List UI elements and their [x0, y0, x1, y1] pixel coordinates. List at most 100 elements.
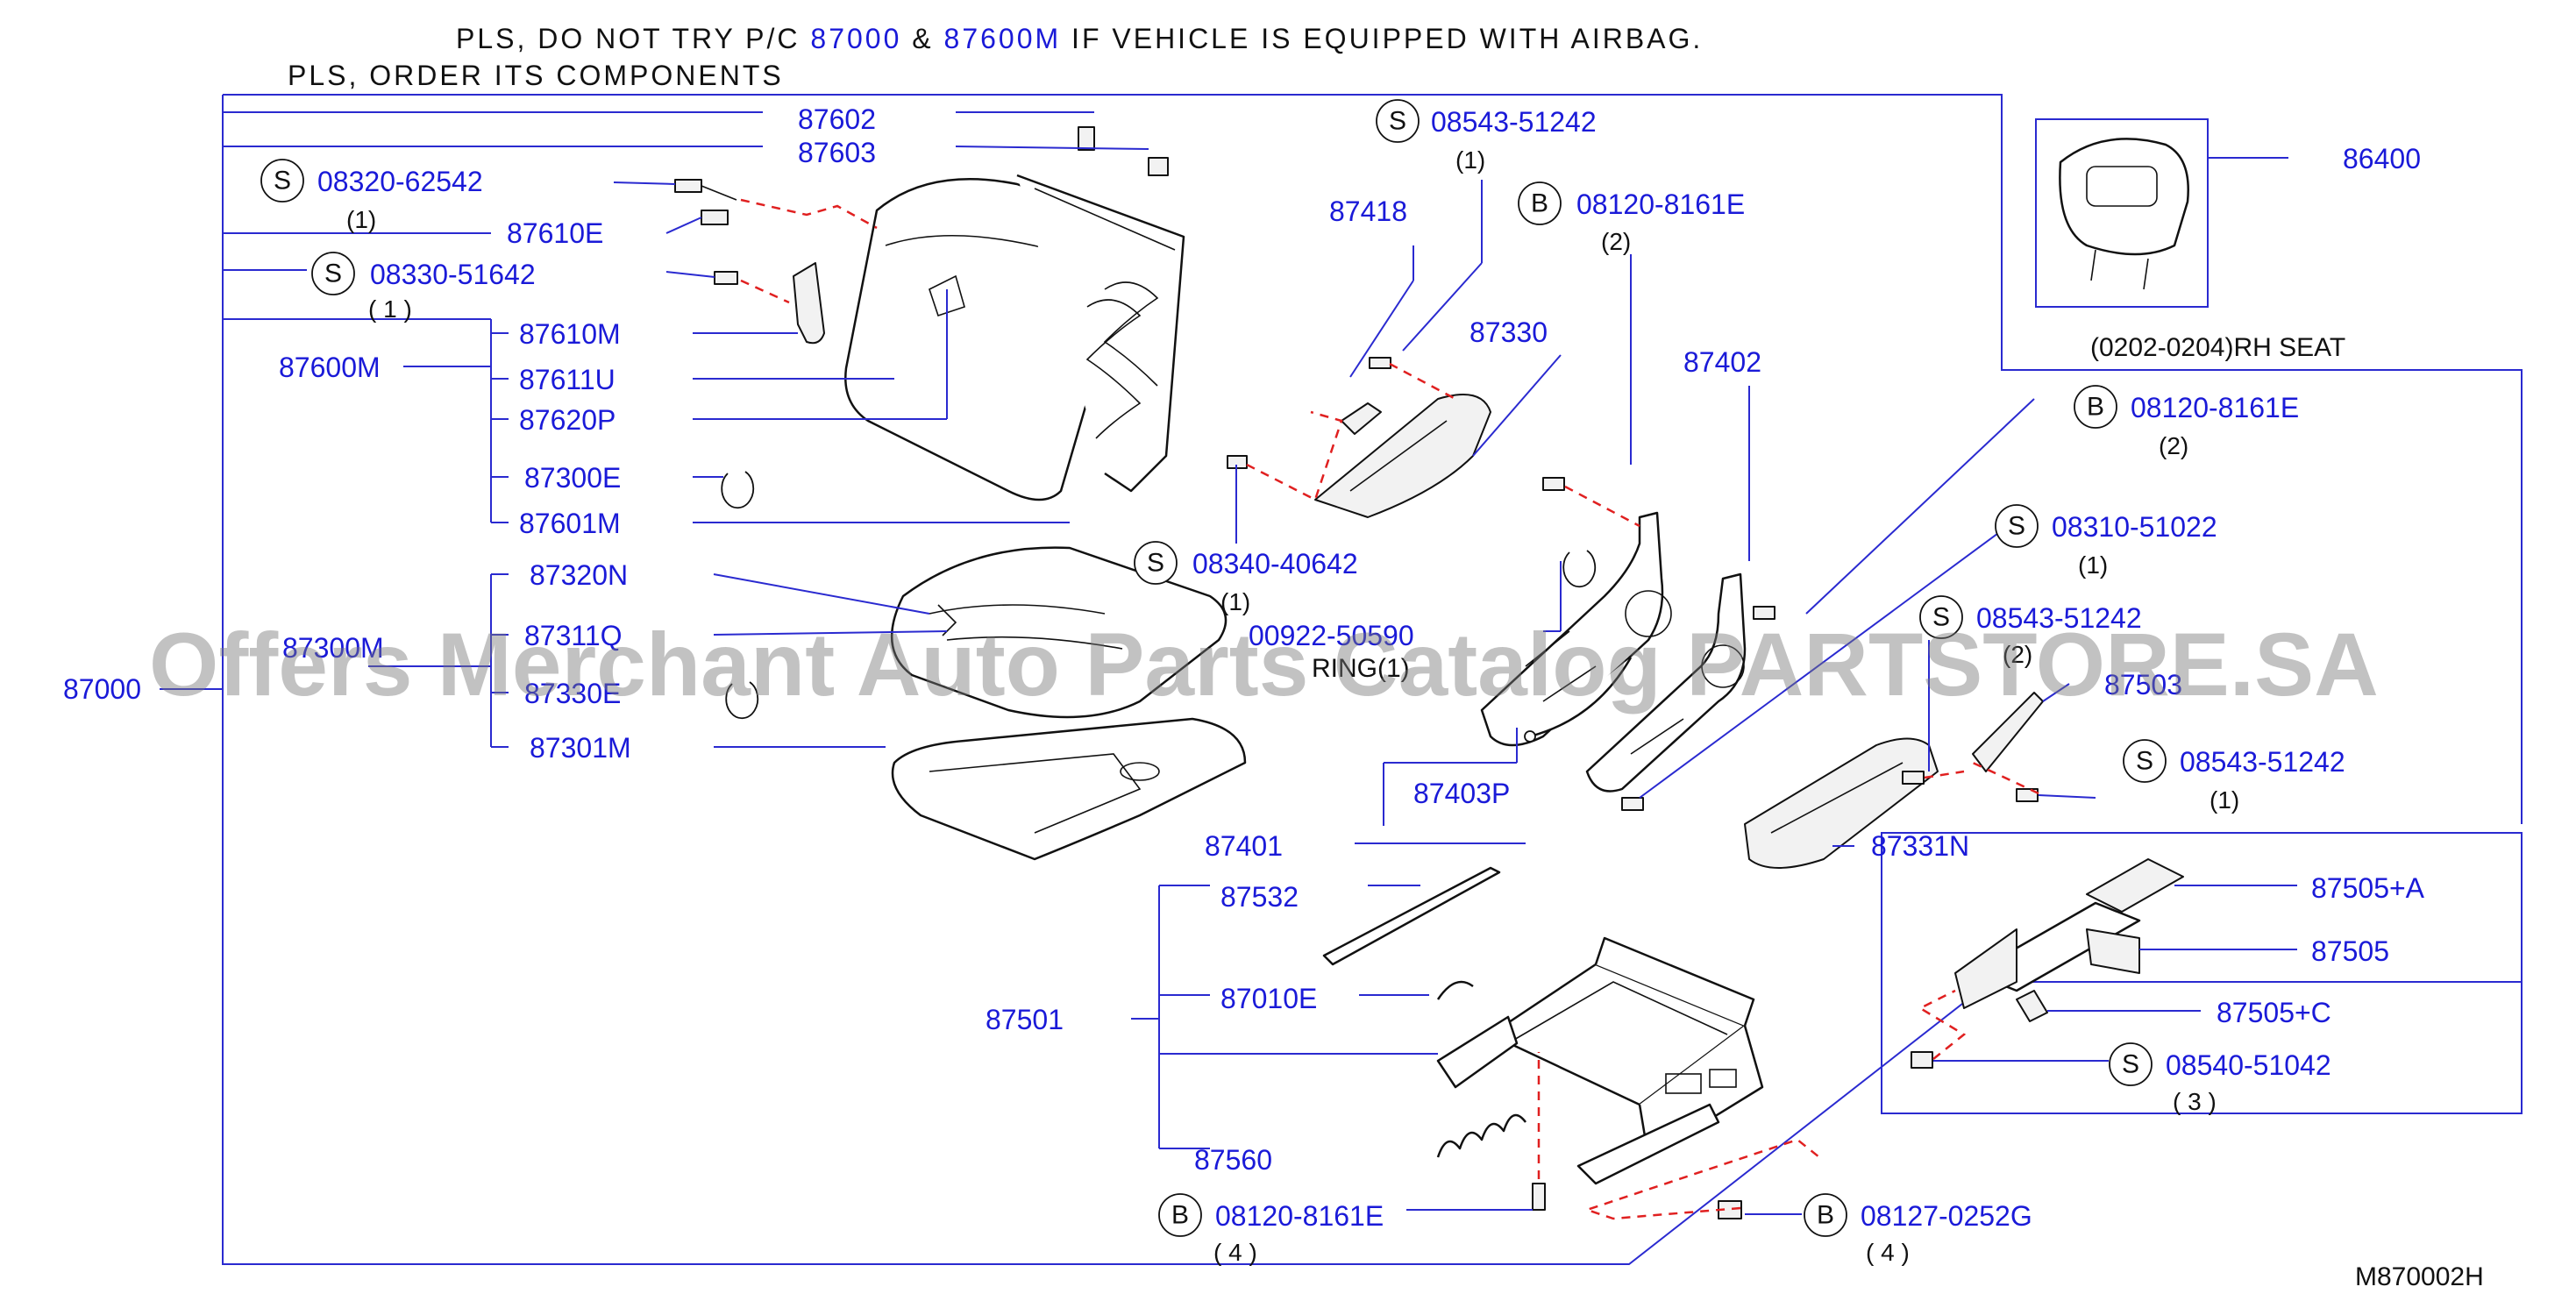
label-87610M[interactable]: 87610M — [519, 318, 621, 350]
rod-87532[interactable] — [1322, 866, 1501, 966]
label-87602[interactable]: 87602 — [798, 103, 876, 135]
recliner-87401[interactable] — [1480, 511, 1672, 747]
callout-08127-0252G[interactable]: B 08127-0252G ( 4 ) — [1804, 1193, 2032, 1266]
ring-upper[interactable] — [1562, 550, 1597, 588]
label-87501[interactable]: 87501 — [986, 1004, 1064, 1035]
label-87532[interactable]: 87532 — [1220, 881, 1299, 913]
label-87601M[interactable]: 87601M — [519, 508, 621, 539]
dash-1 — [740, 198, 878, 230]
label-87600M[interactable]: 87600M — [279, 352, 381, 383]
note-line-2-text: PLS, ORDER ITS COMPONENTS — [288, 60, 784, 91]
bolt-87602[interactable] — [1078, 126, 1095, 151]
label-87301M[interactable]: 87301M — [530, 732, 631, 764]
label-87505A[interactable]: 87505+A — [2311, 872, 2425, 904]
lever-87505A[interactable] — [1954, 858, 2184, 1009]
callout-part[interactable]: 08330-51642 — [370, 259, 536, 290]
callout-part[interactable]: 08543-51242 — [1431, 106, 1597, 138]
callout-08120-8161E-bottom[interactable]: B 08120-8161E ( 4 ) — [1158, 1193, 1384, 1266]
label-87000[interactable]: 87000 — [63, 673, 141, 705]
callout-part[interactable]: 08120-8161E — [1576, 188, 1745, 220]
label-87560[interactable]: 87560 — [1194, 1144, 1272, 1176]
recliner-87402[interactable] — [1585, 572, 1747, 793]
callout-08120-8161E-upper[interactable]: B 08120-8161E (2) — [1518, 181, 1745, 255]
bolt-08543-51242-b[interactable] — [1902, 771, 1925, 785]
callout-08310-51022[interactable]: S 08310-51022 (1) — [1995, 504, 2217, 579]
label-87010E[interactable]: 87010E — [1220, 983, 1317, 1014]
recliner-cover-87330[interactable] — [1314, 394, 1491, 518]
label-87603[interactable]: 87603 — [798, 137, 876, 168]
bolt-08320-62542[interactable] — [674, 179, 737, 201]
callout-part[interactable]: 08540-51042 — [2166, 1049, 2331, 1081]
label-87401[interactable]: 87401 — [1205, 830, 1283, 862]
callout-part[interactable]: 08340-40642 — [1192, 548, 1358, 579]
bolt-08310-51022[interactable] — [1621, 797, 1644, 811]
callout-part[interactable]: 08543-51242 — [1976, 602, 2142, 634]
seat-cushion-assembly[interactable] — [890, 546, 1247, 861]
label-87503[interactable]: 87503 — [2104, 669, 2182, 700]
bolt-87603[interactable] — [1148, 157, 1169, 176]
side-cover-87331N[interactable] — [1744, 737, 1939, 869]
callout-qty: ( 3 ) — [2173, 1088, 2217, 1115]
callout-08543-51242-top[interactable]: S 08543-51242 (1) — [1376, 99, 1597, 174]
label-87418[interactable]: 87418 — [1329, 196, 1407, 227]
spring-87560[interactable] — [1436, 1113, 1526, 1158]
cable-87403P[interactable] — [1529, 657, 1633, 738]
bolt-08120-8161E-c[interactable] — [1532, 1183, 1546, 1211]
callout-part[interactable]: 08120-8161E — [1215, 1200, 1384, 1232]
callout-08330-51642[interactable]: S 08330-51642 ( 1 ) — [311, 252, 536, 323]
label-rh-seat: (0202-0204)RH SEAT — [2090, 333, 2345, 362]
callout-part[interactable]: 08120-8161E — [2131, 392, 2299, 423]
lever-87610M[interactable] — [793, 262, 825, 345]
label-87331N[interactable]: 87331N — [1871, 830, 1969, 862]
note-part-87600M[interactable]: 87600M — [943, 23, 1062, 54]
note-part-87000[interactable]: 87000 — [810, 23, 902, 54]
callout-part[interactable]: 08127-0252G — [1861, 1200, 2032, 1232]
label-87300E[interactable]: 87300E — [524, 462, 621, 494]
headrest-86400[interactable] — [2059, 138, 2189, 290]
label-87320N[interactable]: 87320N — [530, 559, 628, 591]
callout-08540-51042[interactable]: S 08540-51042 ( 3 ) — [2109, 1042, 2331, 1115]
clip-87010E[interactable] — [1436, 980, 1474, 1000]
label-87505[interactable]: 87505 — [2311, 935, 2389, 967]
label-87620P[interactable]: 87620P — [519, 404, 616, 436]
bolt-08543-51242-a[interactable] — [1369, 357, 1391, 369]
label-87402[interactable]: 87402 — [1683, 346, 1761, 378]
bolt-08540-51042[interactable] — [1911, 1051, 1933, 1069]
callout-08543-51242-low[interactable]: S 08543-51242 (1) — [2123, 739, 2345, 814]
callout-qty: (1) — [2210, 786, 2239, 814]
callout-08320-62542[interactable]: S 08320-62542 (1) — [260, 159, 483, 233]
label-86400[interactable]: 86400 — [2343, 143, 2421, 174]
seat-back-assembly[interactable] — [844, 174, 1185, 501]
callout-08120-8161E-right[interactable]: B 08120-8161E (2) — [2074, 385, 2299, 459]
label-87330E[interactable]: 87330E — [524, 678, 621, 709]
callout-08543-51242-mid[interactable]: S 08543-51242 (2) — [1919, 595, 2142, 668]
label-00922-50590[interactable]: 00922-50590 — [1249, 620, 1414, 651]
label-87330[interactable]: 87330 — [1469, 316, 1548, 348]
label-87311Q[interactable]: 87311Q — [524, 620, 623, 651]
callout-qty: (1) — [1220, 588, 1250, 615]
callout-part[interactable]: 08543-51242 — [2180, 746, 2345, 778]
label-87300M[interactable]: 87300M — [282, 632, 384, 664]
callout-part[interactable]: 08320-62542 — [317, 166, 483, 197]
label-87403P[interactable]: 87403P — [1413, 778, 1510, 809]
cable-end — [1524, 730, 1536, 743]
callout-08340-40642[interactable]: S 08340-40642 (1) — [1134, 541, 1358, 615]
label-87610E[interactable]: 87610E — [507, 217, 603, 249]
callout-part[interactable]: 08310-51022 — [2052, 511, 2217, 543]
bolt-08120-8161E-a[interactable] — [1542, 477, 1565, 491]
slide-rail-87501[interactable] — [1436, 936, 1764, 1185]
callout-type: S — [1932, 603, 1950, 632]
part-87505[interactable] — [2086, 928, 2140, 974]
callout-qty: ( 4 ) — [1213, 1239, 1257, 1266]
label-87611U[interactable]: 87611U — [519, 364, 616, 395]
ring-87330E[interactable] — [725, 681, 759, 720]
bolt-08120-8161E-b[interactable] — [1753, 606, 1775, 620]
ring-87300E[interactable] — [721, 471, 755, 509]
callout-type: B — [1171, 1201, 1189, 1230]
bolt-08330-51642[interactable] — [714, 271, 738, 285]
label-87505C[interactable]: 87505+C — [2217, 997, 2331, 1028]
bolt-87610E[interactable] — [701, 210, 729, 225]
bolt-08543-51242-c[interactable] — [2016, 788, 2039, 802]
clip-87505C[interactable] — [2016, 990, 2048, 1022]
callout-qty: (1) — [1455, 146, 1485, 174]
